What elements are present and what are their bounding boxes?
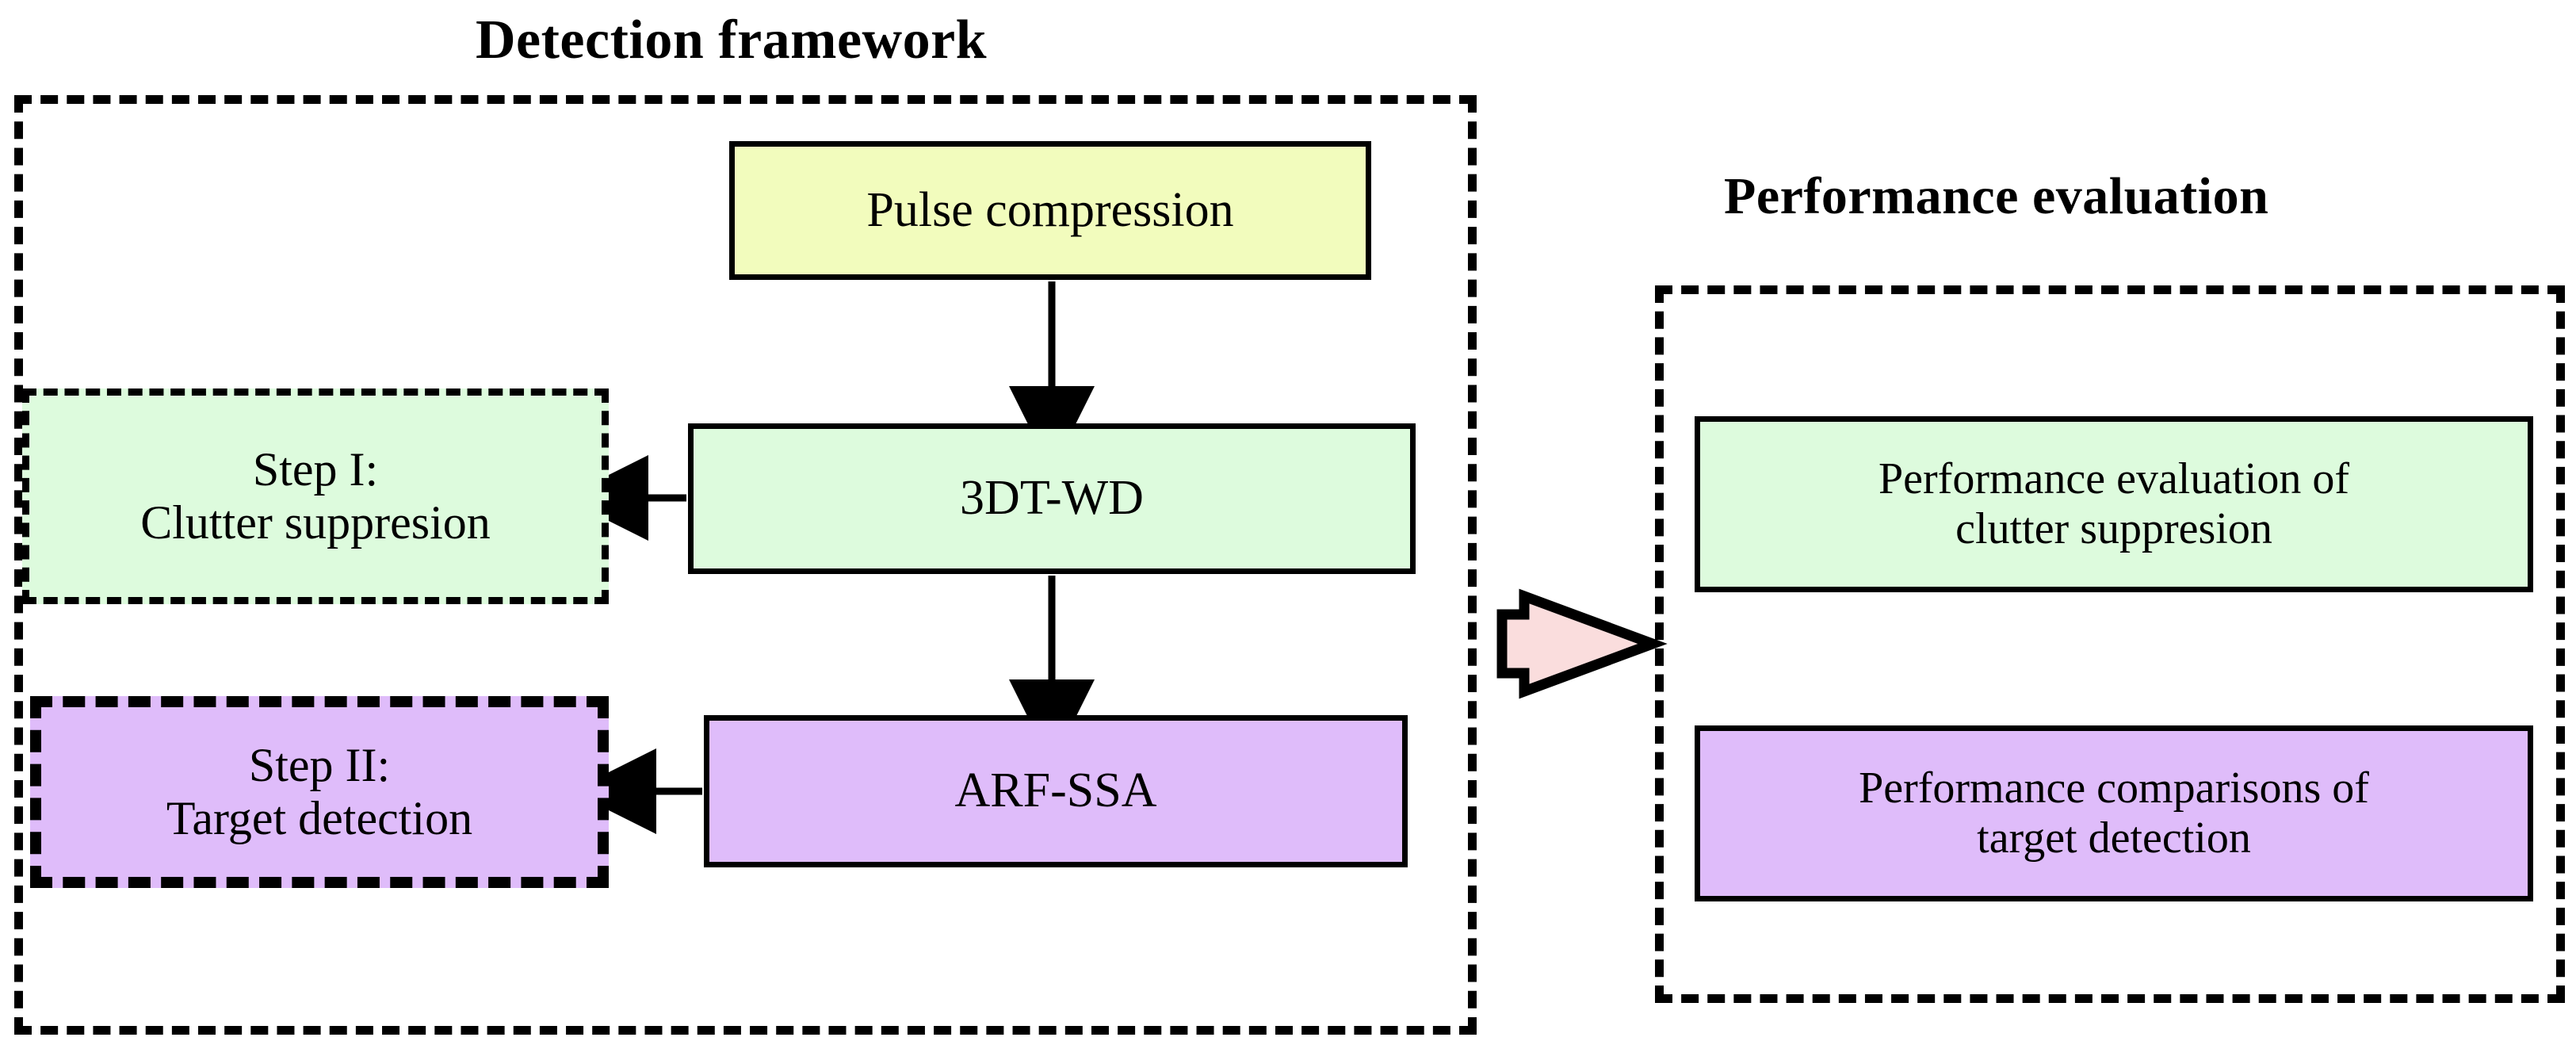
detection-framework-panel bbox=[14, 95, 1477, 1035]
step-one-label: Step I: Clutter suppresion bbox=[140, 442, 491, 549]
step-two-label: Step II: Target detection bbox=[166, 738, 473, 844]
pulse-compression-box[interactable]: Pulse compression bbox=[729, 141, 1371, 280]
performance-evaluation-clutter-box[interactable]: Performance evaluation of clutter suppre… bbox=[1695, 416, 2533, 592]
performance-evaluation-title: Performance evaluation bbox=[1724, 167, 2269, 225]
3dt-wd-label: 3DT-WD bbox=[960, 471, 1144, 526]
block-arrow-right bbox=[1496, 588, 1668, 699]
step-one-clutter-suppression-box[interactable]: Step I: Clutter suppresion bbox=[22, 388, 609, 604]
3dt-wd-box[interactable]: 3DT-WD bbox=[688, 423, 1416, 574]
performance-comparisons-target-box[interactable]: Performance comparisons of target detect… bbox=[1695, 725, 2533, 901]
pulse-compression-label: Pulse compression bbox=[866, 182, 1234, 237]
performance-comparisons-target-label: Performance comparisons of target detect… bbox=[1859, 764, 2369, 863]
arf-ssa-label: ARF-SSA bbox=[954, 764, 1157, 818]
arf-ssa-box[interactable]: ARF-SSA bbox=[704, 715, 1408, 867]
step-two-target-detection-box[interactable]: Step II: Target detection bbox=[30, 696, 609, 888]
detection-framework-title: Detection framework bbox=[476, 10, 988, 71]
performance-evaluation-clutter-label: Performance evaluation of clutter suppre… bbox=[1878, 454, 2349, 553]
